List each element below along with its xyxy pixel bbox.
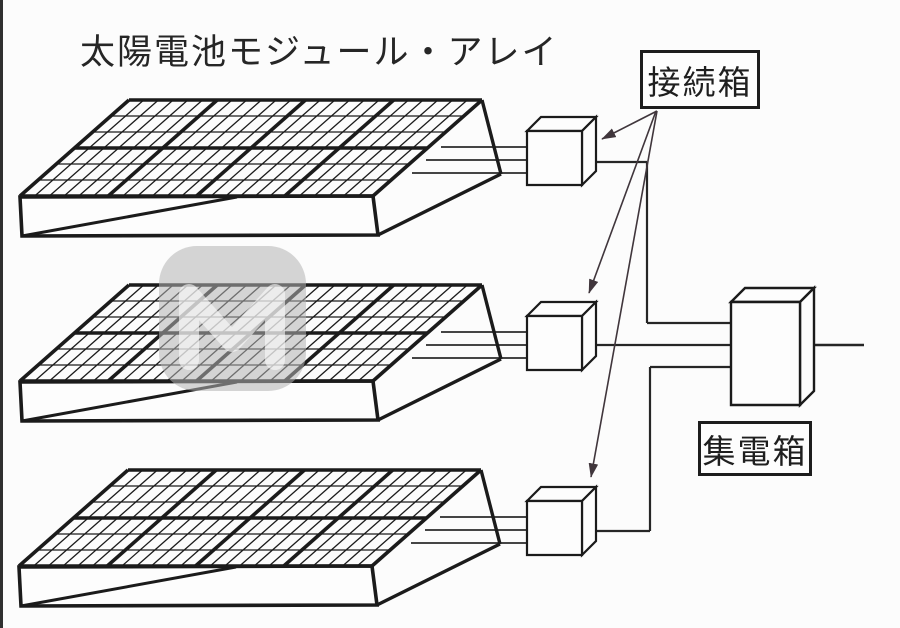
wedge-edge bbox=[479, 469, 502, 545]
junction-box-3 bbox=[524, 484, 599, 558]
junction-box-front bbox=[525, 129, 584, 187]
dc-bus-wiring bbox=[596, 160, 864, 533]
wedge-hypotenuse bbox=[377, 172, 502, 237]
label-callout-arrows bbox=[588, 110, 658, 478]
panel-base bbox=[18, 194, 381, 238]
watermark-badge bbox=[159, 246, 306, 391]
junction-box-1 bbox=[524, 114, 599, 188]
diagram-title: 太陽電池モジュール・アレイ bbox=[80, 33, 559, 72]
callout-arrow-2 bbox=[588, 110, 657, 294]
watermark-m-glyph bbox=[179, 284, 285, 370]
callout-arrow-1 bbox=[601, 110, 658, 140]
collector-box-front bbox=[729, 300, 802, 407]
solar-panel-array-1 bbox=[18, 98, 528, 238]
junction-box-label: 接続箱 bbox=[640, 50, 760, 109]
left-edge-border bbox=[0, 0, 3, 628]
callout-arrow-3 bbox=[588, 110, 658, 478]
wedge-edge bbox=[480, 284, 503, 360]
collector-box-label: 集電箱 bbox=[698, 421, 812, 476]
panel-base-diagonal bbox=[21, 195, 238, 238]
junction-box-front bbox=[525, 314, 584, 372]
junction-box-2 bbox=[524, 299, 599, 373]
wedge-hypotenuse bbox=[377, 357, 502, 422]
panel-base bbox=[17, 564, 380, 608]
collector-box bbox=[728, 285, 817, 408]
solar-panel-array-3 bbox=[17, 468, 528, 608]
panel-base-diagonal bbox=[20, 565, 237, 608]
collector-box-side bbox=[798, 285, 816, 408]
watermark-m-path bbox=[179, 284, 285, 370]
wedge-hypotenuse bbox=[376, 542, 501, 607]
wedge-edge bbox=[480, 99, 503, 175]
junction-box-front bbox=[525, 499, 584, 557]
